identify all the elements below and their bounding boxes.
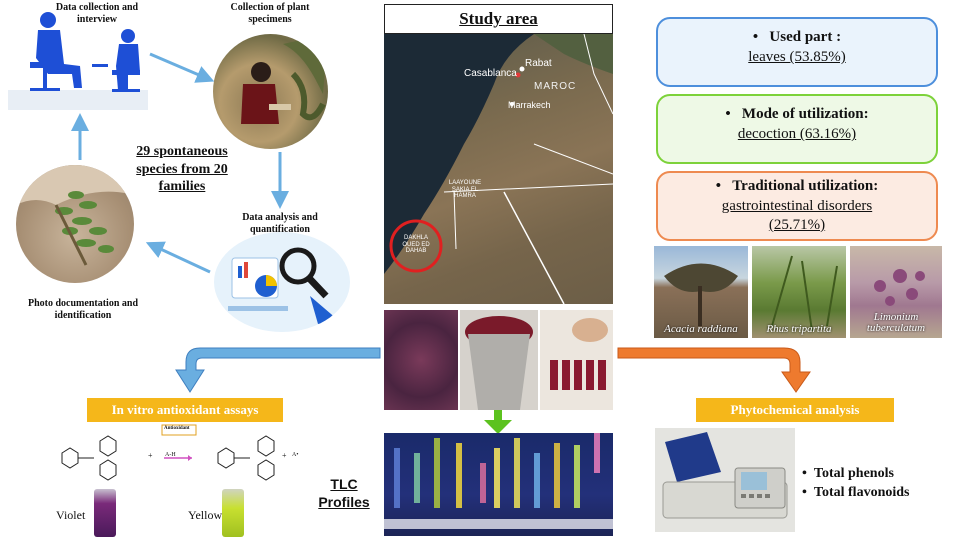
dried-leaves-photo xyxy=(384,310,458,410)
phyto-item-phenols: • Total phenols xyxy=(802,466,894,481)
map-label-maroc: MAROC xyxy=(534,81,577,92)
cycle-arrows xyxy=(71,52,289,274)
species-caption-acacia: Acacia raddiana xyxy=(664,323,738,335)
map-label-dakhla: DAKHLA OUED ED DAHAB xyxy=(402,235,430,255)
species-photo-acacia: Acacia raddiana xyxy=(654,246,748,338)
species-summary: 29 spontaneous species from 20 families xyxy=(136,144,228,194)
phytochemical-analysis-title: Phytochemical analysis xyxy=(696,398,894,422)
reaction-ah: A-H xyxy=(165,452,176,458)
step-data-collection-label: Data collection and interview xyxy=(55,2,139,25)
used-part-box: • Used part : leaves (53.85%) xyxy=(656,17,938,87)
used-part-value: leaves (53.85%) xyxy=(748,49,846,66)
phyto-list: • Total phenols • Total flavonoids xyxy=(802,465,909,503)
mode-title: Mode of utilization: xyxy=(741,106,869,122)
reaction-a-radical: A• xyxy=(292,452,299,458)
spectrophotometer-photo xyxy=(655,428,795,532)
used-part-title: Used part : xyxy=(769,29,842,45)
mode-of-utilization-box: • Mode of utilization: decoction (63.16%… xyxy=(656,94,938,164)
step-plant-collection-label: Collection of plant specimens xyxy=(230,2,310,25)
interview-illustration xyxy=(8,12,148,110)
map-label-laayoune: LAAYOUNE SAKIA EL HAMRA xyxy=(448,180,482,200)
reaction-plus-2: + xyxy=(282,451,287,460)
photo-documentation-image xyxy=(16,165,134,283)
species-caption-limonium: Limonium tuberculatum xyxy=(866,310,926,335)
mode-value: decoction (63.16%) xyxy=(737,126,857,143)
study-area-title-box: Study area xyxy=(384,4,613,34)
plant-collection-photo xyxy=(213,34,328,149)
blender-extract-photo xyxy=(460,310,538,410)
traditional-utilization-box: • Traditional utilization: gastrointesti… xyxy=(656,171,938,241)
antioxidant-text: Antioxidant xyxy=(164,426,190,431)
yellow-tube xyxy=(222,489,244,537)
violet-label: Violet xyxy=(56,508,86,522)
tlc-profiles-text: TLC Profiles xyxy=(318,476,370,510)
study-area-map: Rabat Casablanca MAROC Marrakech LAAYOUN… xyxy=(384,34,613,304)
antioxidant-assays-title: In vitro antioxidant assays xyxy=(87,398,283,422)
traditional-value-2: (25.71%) xyxy=(768,217,826,233)
violet-tube xyxy=(94,489,116,537)
study-area-title: Study area xyxy=(459,9,538,28)
traditional-value-1: gastrointestinal disorders xyxy=(721,197,873,214)
species-caption-rhus: Rhus tripartita xyxy=(766,323,832,335)
reaction-plus-1: + xyxy=(148,451,153,460)
phyto-item-flavonoids: • Total flavonoids xyxy=(802,484,910,500)
map-label-rabat: Rabat xyxy=(525,58,552,69)
test-tubes-photo xyxy=(540,310,613,410)
tlc-plate-photo xyxy=(384,433,613,536)
tlc-profiles-label: TLC Profiles xyxy=(312,476,376,512)
yellow-label: Yellow xyxy=(188,508,223,522)
step-data-analysis-label: Data analysis and quantification xyxy=(242,212,318,235)
species-photo-limonium: Limonium tuberculatum xyxy=(850,246,942,338)
dpph-reaction-scheme xyxy=(61,424,275,481)
map-label-marrakech: Marrakech xyxy=(508,100,551,110)
step-photo-documentation-label: Photo documentation and identification xyxy=(28,298,139,321)
traditional-title: Traditional utilization: xyxy=(732,178,879,194)
map-label-casablanca: Casablanca xyxy=(464,68,517,79)
species-photo-rhus: Rhus tripartita xyxy=(752,246,846,338)
data-analysis-illustration xyxy=(214,232,350,332)
